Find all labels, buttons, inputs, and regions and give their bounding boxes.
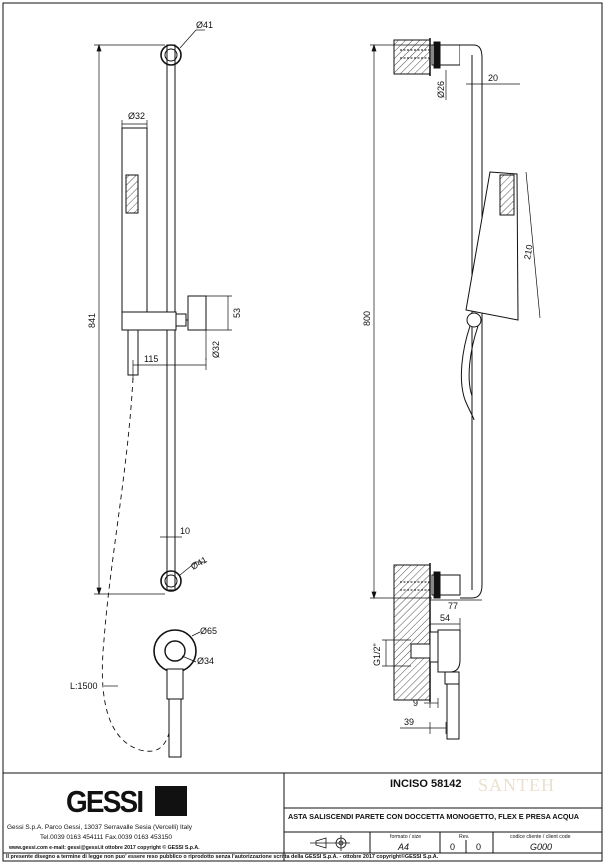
dim-side-outlet-projection: 54: [440, 613, 450, 623]
dim-side-bracket: Ø26: [436, 81, 446, 98]
rev-label: Rev.: [459, 834, 470, 840]
dim-side-height: 800: [362, 311, 372, 326]
wall-top: [393, 39, 431, 75]
dim-side-handshower: 210: [522, 244, 534, 261]
client-code-value: G000: [530, 842, 553, 852]
dim-handshower-diameter: Ø32: [128, 111, 145, 121]
product-name: INCISO 58142: [390, 778, 462, 790]
dim-bottom-bracket: Ø41: [189, 555, 209, 572]
dim-side-bracket-projection: 77: [448, 601, 458, 611]
front-view: [101, 44, 207, 758]
side-outlet: [429, 631, 439, 663]
side-view: [393, 38, 519, 740]
dim-outlet-inner: Ø34: [197, 656, 214, 666]
bottom-bracket: [160, 570, 182, 592]
dim-overall-height: 841: [87, 313, 97, 328]
dim-holder-diameter: Ø32: [211, 341, 221, 358]
side-dimensions: [370, 43, 541, 734]
wall-bottom: [393, 564, 431, 701]
handshower: [121, 127, 148, 329]
format-label: formato / size: [390, 834, 422, 840]
dim-holder-height: 53: [232, 308, 242, 318]
dim-top-bracket: Ø41: [196, 20, 213, 30]
front-dim-labels: Ø41 Ø41 Ø32 841 53 Ø32 115 10 Ø65 Ø34 L:…: [70, 20, 242, 691]
dim-hose-length: L:1500: [70, 681, 98, 691]
front-dimensions: [94, 29, 232, 687]
logo-text: GESSI: [66, 784, 144, 819]
dim-holder-projection: 115: [144, 354, 158, 364]
title-block-frame: [3, 772, 602, 861]
company-line2: Tel.0039 0163 454111 Fax.0039 0163 45315…: [40, 834, 173, 841]
top-bracket: [160, 44, 182, 66]
watermark: SANTEH: [478, 775, 555, 795]
client-code-label: codice cliente / client code: [510, 834, 571, 840]
logo-block: [155, 786, 187, 816]
projection-symbol-icon: [310, 835, 350, 851]
dim-bar-width: 10: [180, 526, 190, 536]
rev-value-1: 0: [450, 842, 456, 852]
dim-outlet-outer: Ø65: [200, 626, 217, 636]
shower-holder: [121, 311, 177, 331]
company-line3: www.gessi.com e-mail: gessi@gessi.it ott…: [9, 845, 200, 851]
rev-value-2: 0: [476, 842, 482, 852]
dim-side-thread: G1/2": [372, 643, 382, 666]
dim-side-offset: 20: [488, 73, 498, 83]
format-value: A4: [398, 842, 410, 852]
footer-notice: Il presente disegno a termine di legge n…: [6, 854, 439, 860]
dim-side-outlet-total: 39: [404, 717, 414, 727]
wall-outlet: [153, 629, 197, 673]
hose-dashed: [101, 377, 173, 752]
dim-side-outlet-wall: 9: [413, 698, 418, 708]
side-dim-labels: Ø26 20 210 800 77 54 G1/2" 9 39: [362, 73, 535, 727]
gessi-logo: GESSI: [66, 784, 191, 819]
company-line1: Gessi S.p.A. Parco Gessi, 13037 Serraval…: [7, 824, 192, 831]
spray-face: [125, 174, 139, 214]
product-description: ASTA SALISCENDI PARETE CON DOCCETTA MONO…: [288, 812, 580, 821]
